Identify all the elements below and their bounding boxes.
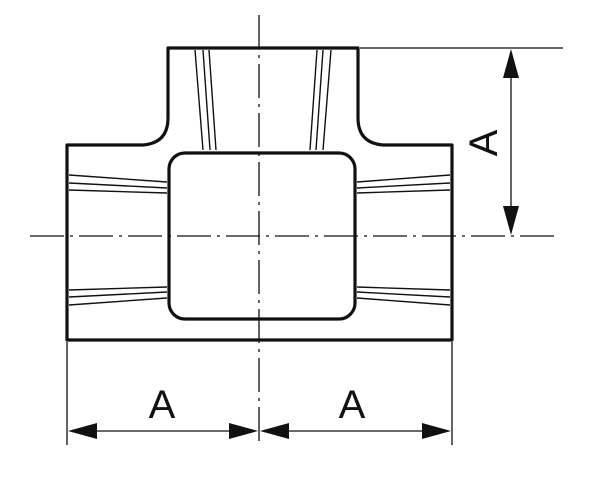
extension-lines xyxy=(66,47,563,445)
right-run-inner-walls xyxy=(356,174,451,306)
tee-body-outline xyxy=(65,46,454,342)
dimension-label-bottom-right: A xyxy=(339,383,366,427)
dimension-label-right-vertical: A xyxy=(462,129,506,156)
dimension-right-vertical xyxy=(503,49,519,235)
dimension-label-bottom-left: A xyxy=(149,383,176,427)
dimension-bottom-right xyxy=(260,423,451,439)
branch-inner-walls xyxy=(194,49,332,151)
dimension-bottom-left xyxy=(68,423,258,439)
left-run-inner-walls xyxy=(68,174,168,306)
